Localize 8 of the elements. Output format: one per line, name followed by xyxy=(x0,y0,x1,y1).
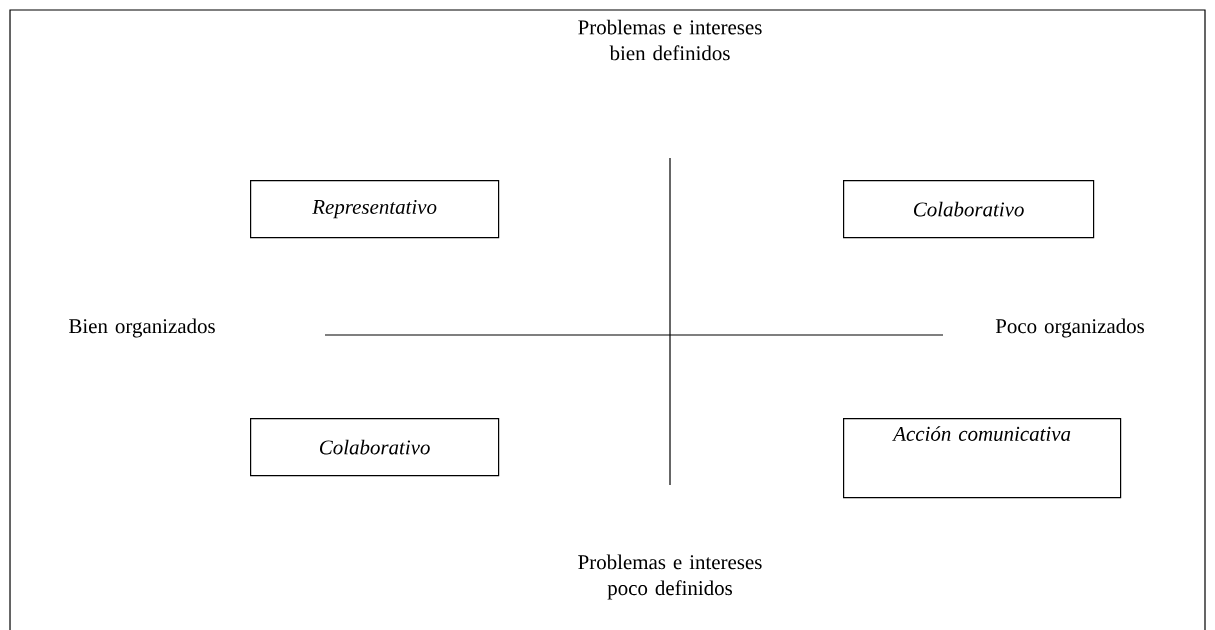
axis-label: Bien organizados xyxy=(69,318,215,338)
quadrant-box: Colaborativo xyxy=(250,418,500,477)
quadrant-box: Acción comunicativa xyxy=(843,418,1122,499)
axis-label: Problemas e intereses bien definidos xyxy=(578,19,762,61)
quadrant-box: Representativo xyxy=(250,180,500,239)
quadrant-box: Colaborativo xyxy=(843,180,1095,239)
axis-label: Poco organizados xyxy=(995,318,1145,338)
axis-label: Problemas e intereses poco definidos xyxy=(578,554,762,600)
